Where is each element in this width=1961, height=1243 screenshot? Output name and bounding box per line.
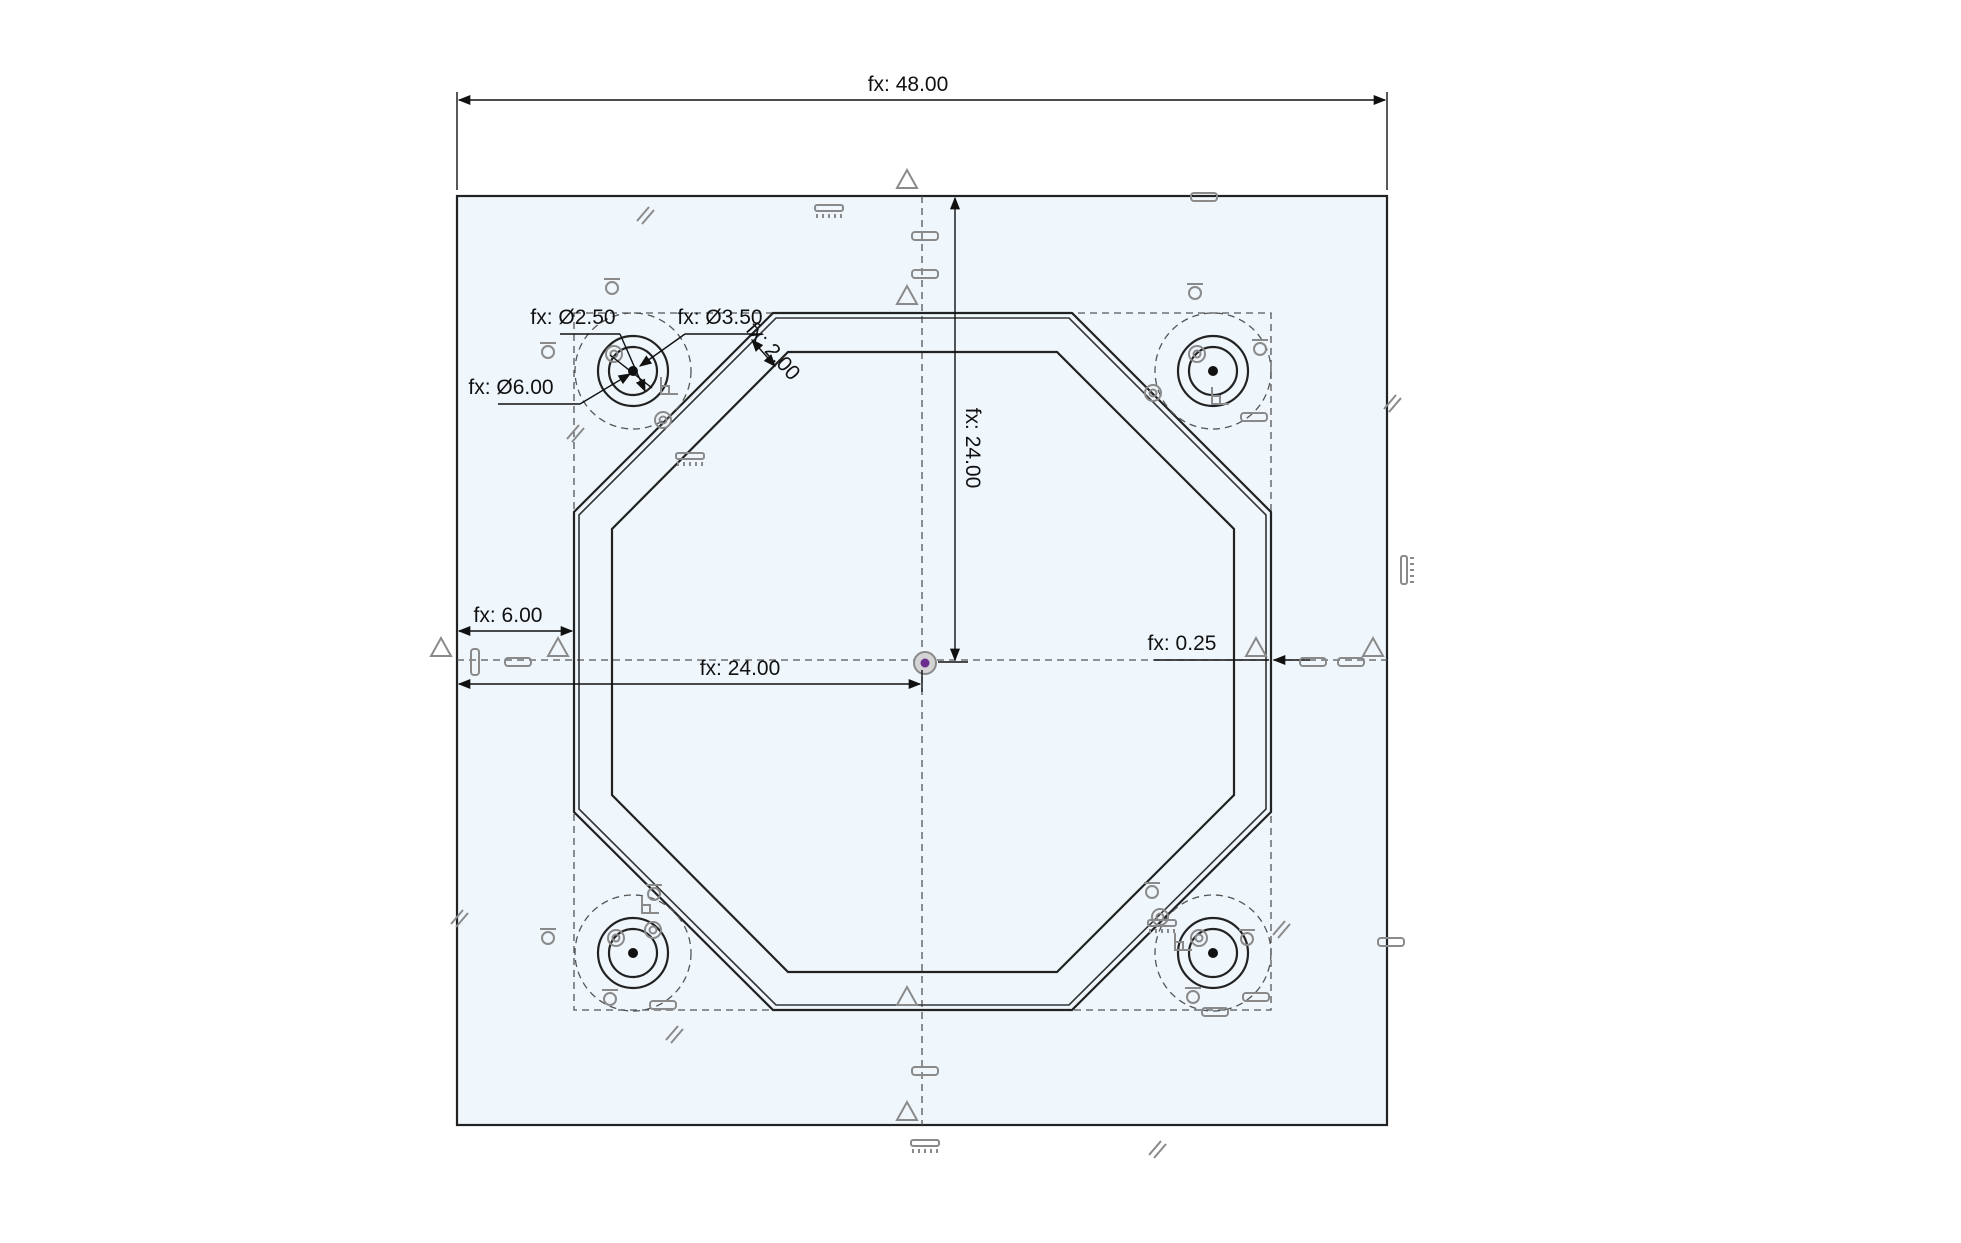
dimension-hole-mid[interactable]: fx: Ø3.50	[638, 306, 763, 367]
octagon-outer[interactable]	[572, 311, 1273, 1012]
hole-bottom-right[interactable]	[1154, 894, 1272, 1012]
parallel-icon[interactable]	[1148, 1140, 1167, 1159]
dimension-left-inset-label[interactable]: fx: 6.00	[474, 604, 543, 627]
dimension-hole-large[interactable]: fx: Ø6.00	[468, 354, 653, 405]
dimension-left-to-center-label[interactable]: fx: 24.00	[700, 657, 781, 680]
dimension-overall-width[interactable]: fx: 48.00	[456, 73, 1388, 190]
dimension-top-to-center-label[interactable]: fx: 24.00	[961, 408, 984, 489]
octagon-outer-inner-edge[interactable]	[578, 317, 1267, 1006]
octagon-inner[interactable]	[610, 350, 1236, 974]
dimension-hole-small[interactable]: fx: Ø2.50	[530, 306, 646, 393]
dimension-hole-mid-label[interactable]: fx: Ø3.50	[677, 306, 762, 329]
origin-point[interactable]	[913, 651, 937, 675]
fix-icon[interactable]	[1400, 555, 1415, 585]
midpoint-icon[interactable]	[896, 169, 918, 189]
dimension-right-gap[interactable]: fx: 0.25	[1148, 632, 1310, 666]
hole-bottom-left[interactable]	[574, 894, 692, 1012]
dimension-top-to-center[interactable]: fx: 24.00	[938, 196, 984, 663]
dimension-hole-large-label[interactable]: fx: Ø6.00	[468, 376, 553, 399]
dimension-left-to-center[interactable]: fx: 24.00	[457, 657, 923, 692]
dimension-hole-small-label[interactable]: fx: Ø2.50	[530, 306, 615, 329]
dimension-right-gap-label[interactable]: fx: 0.25	[1148, 632, 1217, 655]
dimension-left-inset[interactable]: fx: 6.00	[457, 604, 574, 637]
dimension-overall-width-label[interactable]: fx: 48.00	[868, 73, 949, 96]
fix-icon[interactable]	[910, 1139, 940, 1154]
midpoint-icon[interactable]	[430, 637, 452, 657]
